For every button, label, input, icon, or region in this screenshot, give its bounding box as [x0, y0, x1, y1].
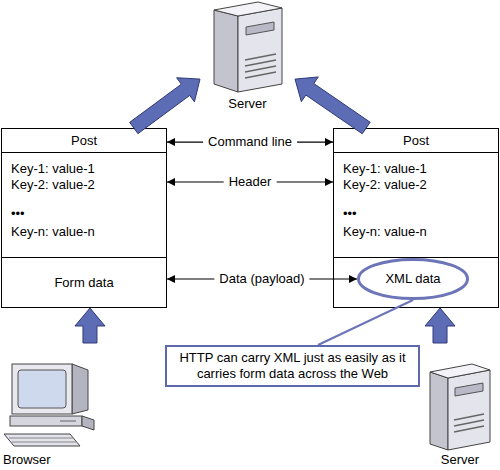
node-text: Server	[200, 96, 295, 112]
desktop-case	[10, 416, 82, 426]
xml-data-ellipse: XML data	[357, 258, 469, 300]
callout-box: HTTP can carry XML just as easily as it …	[165, 345, 420, 387]
server-vent	[245, 54, 276, 60]
server-side-face	[214, 10, 238, 92]
monitor-side	[72, 364, 88, 414]
server-front-face	[448, 370, 490, 450]
http-post-box: PostKey-1: value-1Key-2: value-2 ••• Key-n…	[1, 128, 167, 308]
node-text: Key-1: value-1	[11, 161, 161, 177]
server-drive-bay	[246, 22, 274, 35]
node-text: Key-1: value-1	[343, 161, 493, 177]
node-text: Key-2: value-2	[11, 177, 161, 193]
server-vent	[454, 426, 484, 432]
double-arrow	[167, 181, 333, 182]
node-text: Key-n: value-n	[11, 224, 161, 240]
header-section: Key-1: value-1Key-2: value-2 ••• Key-n: va…	[1, 152, 167, 258]
server-vent	[245, 60, 276, 66]
keyboard-keys	[9, 438, 73, 439]
browser-node: Browser	[0, 343, 110, 470]
edge-label: Data (payload)	[214, 271, 309, 287]
payload-section: Form data	[1, 258, 167, 308]
node-text: Server	[420, 452, 500, 468]
keyboard	[4, 434, 80, 446]
node-text: •••	[11, 206, 161, 222]
monitor-bezel	[12, 364, 72, 414]
node-text: Browser	[3, 452, 103, 468]
server-icon	[430, 364, 490, 450]
double-arrow	[167, 278, 357, 279]
server-vent	[245, 72, 276, 78]
header-section: Key-1: value-1Key-2: value-2 ••• Key-n: va…	[333, 152, 499, 258]
callout-leader	[318, 300, 413, 345]
keyboard-keys	[12, 442, 76, 443]
server-vent	[454, 420, 484, 426]
block-arrow	[75, 308, 105, 343]
node-text: •••	[343, 206, 493, 222]
node-text: XML data	[357, 271, 469, 287]
node-text: Form data	[1, 275, 167, 291]
server-front-face	[238, 8, 282, 92]
block-arrow	[425, 308, 455, 343]
server-vent	[245, 66, 276, 72]
callout-text: HTTP can carry XML just as easily as it …	[173, 350, 412, 382]
floppy-slot	[60, 421, 76, 422]
server-top-face	[430, 364, 490, 378]
http-post-box: PostKey-1: value-1Key-2: value-2 ••• Key-n…	[333, 128, 499, 308]
monitor-screen	[18, 370, 66, 408]
server-vent	[454, 414, 484, 420]
desktop-case-side	[82, 416, 94, 430]
node-text: Post	[2, 133, 166, 149]
block-arrow	[130, 78, 200, 134]
double-arrow	[167, 141, 333, 142]
block-arrow	[295, 77, 370, 134]
edge-label: Command line	[203, 134, 297, 150]
node-text: Key-n: value-n	[343, 224, 493, 240]
computer-icon	[4, 364, 94, 446]
server-drive-bay	[455, 383, 483, 396]
server-icon	[214, 2, 282, 92]
node-text: Post	[334, 133, 498, 149]
server-side-face	[430, 372, 448, 450]
edge-label: Header	[224, 174, 277, 190]
server-node: Server	[420, 343, 500, 470]
server-top-face	[214, 2, 282, 16]
server-node: Server	[200, 0, 295, 113]
node-text: Key-2: value-2	[343, 177, 493, 193]
